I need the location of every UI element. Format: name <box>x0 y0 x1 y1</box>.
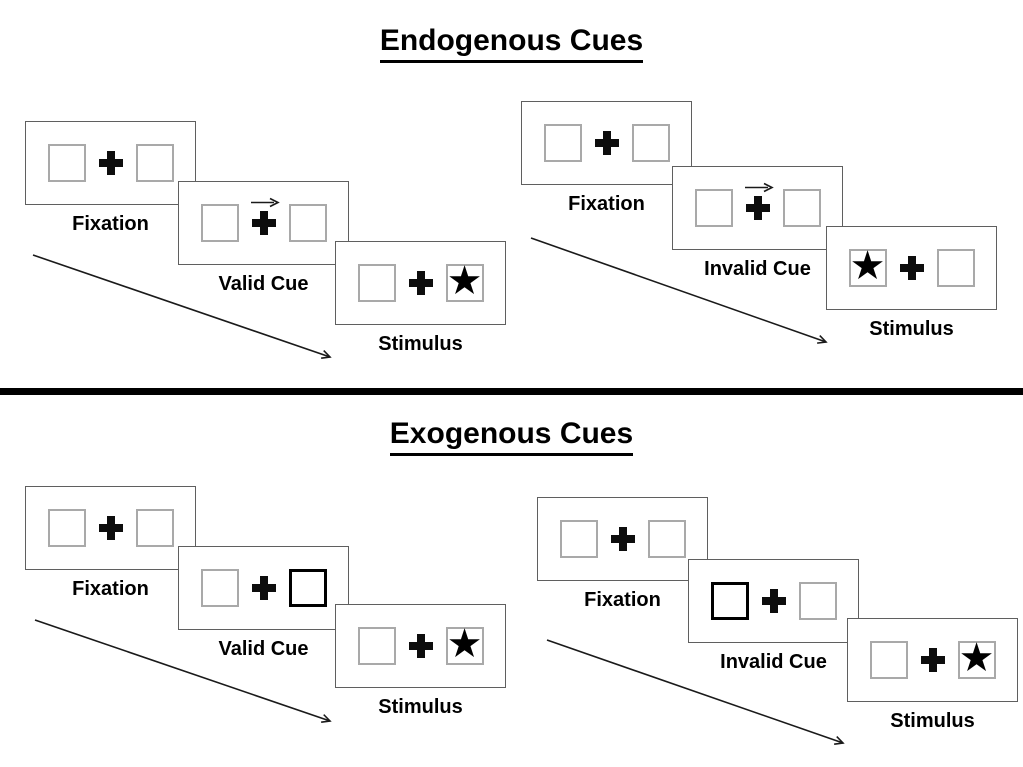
panel-label: Stimulus <box>869 318 954 340</box>
fixation-cross-icon <box>610 527 635 551</box>
panel-endogenous-valid-stimulus: ★ <box>335 241 506 325</box>
panel-exogenous-valid-cue <box>178 546 349 630</box>
panel-label: Fixation <box>568 193 645 215</box>
star-icon: ★ <box>446 622 483 666</box>
fixation-cross-icon <box>408 271 433 295</box>
panel-label: Stimulus <box>378 333 463 355</box>
panel-label: Valid Cue <box>218 273 309 295</box>
fixation-cross-stack <box>98 151 123 175</box>
right-placeholder-box <box>135 509 174 547</box>
section-title-exogenous: Exogenous Cues <box>0 417 1023 456</box>
section-title-text: Exogenous Cues <box>389 417 634 456</box>
fixation-cross-stack <box>250 197 280 235</box>
fixation-cross-stack <box>408 271 433 295</box>
right-placeholder-box <box>647 520 686 558</box>
fixation-cross-stack <box>899 256 924 280</box>
right-target-box: ★ <box>445 259 484 303</box>
star-icon: ★ <box>849 244 886 288</box>
left-placeholder-box <box>559 520 598 558</box>
left-placeholder-box <box>543 124 582 162</box>
fixation-cross-icon <box>745 196 770 220</box>
fixation-cross-icon <box>920 648 945 672</box>
fixation-cross-icon <box>899 256 924 280</box>
fixation-cross-stack <box>98 516 123 540</box>
fixation-cross-stack <box>594 131 619 155</box>
fixation-cross-stack <box>251 576 276 600</box>
right-target-box: ★ <box>957 636 996 680</box>
fixation-cross-stack <box>761 589 786 613</box>
right-placeholder-box <box>135 144 174 182</box>
fixation-cross-icon <box>98 516 123 540</box>
time-arrow-exogenous-valid <box>34 619 332 723</box>
fixation-cross-icon <box>98 151 123 175</box>
star-icon: ★ <box>446 259 483 303</box>
panel-endogenous-invalid-cue <box>672 166 843 250</box>
panel-exogenous-invalid-stimulus: ★ <box>847 618 1018 702</box>
fixation-cross-icon <box>251 211 276 235</box>
fixation-cross-stack <box>610 527 635 551</box>
panel-exogenous-valid-stimulus: ★ <box>335 604 506 688</box>
right-placeholder-box <box>288 204 327 242</box>
right-placeholder-box <box>782 189 821 227</box>
section-title-endogenous: Endogenous Cues <box>0 24 1023 63</box>
right-placeholder-box <box>936 249 975 287</box>
panel-label: Stimulus <box>378 696 463 718</box>
panel-endogenous-invalid-stimulus: ★ <box>826 226 997 310</box>
fixation-cross-icon <box>594 131 619 155</box>
panel-label: Fixation <box>72 578 149 600</box>
panel-label: Stimulus <box>890 710 975 732</box>
right-highlighted-cue-box <box>288 569 327 607</box>
section-divider <box>0 388 1023 395</box>
fixation-cross-stack <box>920 648 945 672</box>
right-arrow-icon <box>744 182 774 193</box>
panel-label: Invalid Cue <box>720 651 827 673</box>
panel-endogenous-valid-cue <box>178 181 349 265</box>
right-target-box: ★ <box>445 622 484 666</box>
left-placeholder-box <box>47 509 86 547</box>
left-placeholder-box <box>200 569 239 607</box>
star-icon: ★ <box>958 636 995 680</box>
left-placeholder-box <box>200 204 239 242</box>
fixation-cross-icon <box>761 589 786 613</box>
panel-label: Fixation <box>72 213 149 235</box>
fixation-cross-icon <box>251 576 276 600</box>
panel-label: Fixation <box>584 589 661 611</box>
fixation-cross-stack <box>744 182 774 220</box>
panel-endogenous-invalid-fixation <box>521 101 692 185</box>
time-arrow-endogenous-valid <box>32 254 332 359</box>
left-highlighted-cue-box <box>710 582 749 620</box>
left-placeholder-box <box>47 144 86 182</box>
panel-label: Valid Cue <box>218 638 309 660</box>
panel-exogenous-invalid-cue <box>688 559 859 643</box>
panel-label: Invalid Cue <box>704 258 811 280</box>
right-placeholder-box <box>798 582 837 620</box>
panel-endogenous-valid-fixation <box>25 121 196 205</box>
right-placeholder-box <box>631 124 670 162</box>
right-arrow-icon <box>250 197 280 208</box>
left-target-box: ★ <box>848 244 887 288</box>
panel-exogenous-valid-fixation <box>25 486 196 570</box>
fixation-cross-icon <box>408 634 433 658</box>
section-title-text: Endogenous Cues <box>379 24 644 63</box>
left-placeholder-box <box>694 189 733 227</box>
left-placeholder-box <box>869 641 908 679</box>
panel-exogenous-invalid-fixation <box>537 497 708 581</box>
left-placeholder-box <box>357 627 396 665</box>
fixation-cross-stack <box>408 634 433 658</box>
left-placeholder-box <box>357 264 396 302</box>
time-arrow-endogenous-invalid <box>530 237 828 344</box>
